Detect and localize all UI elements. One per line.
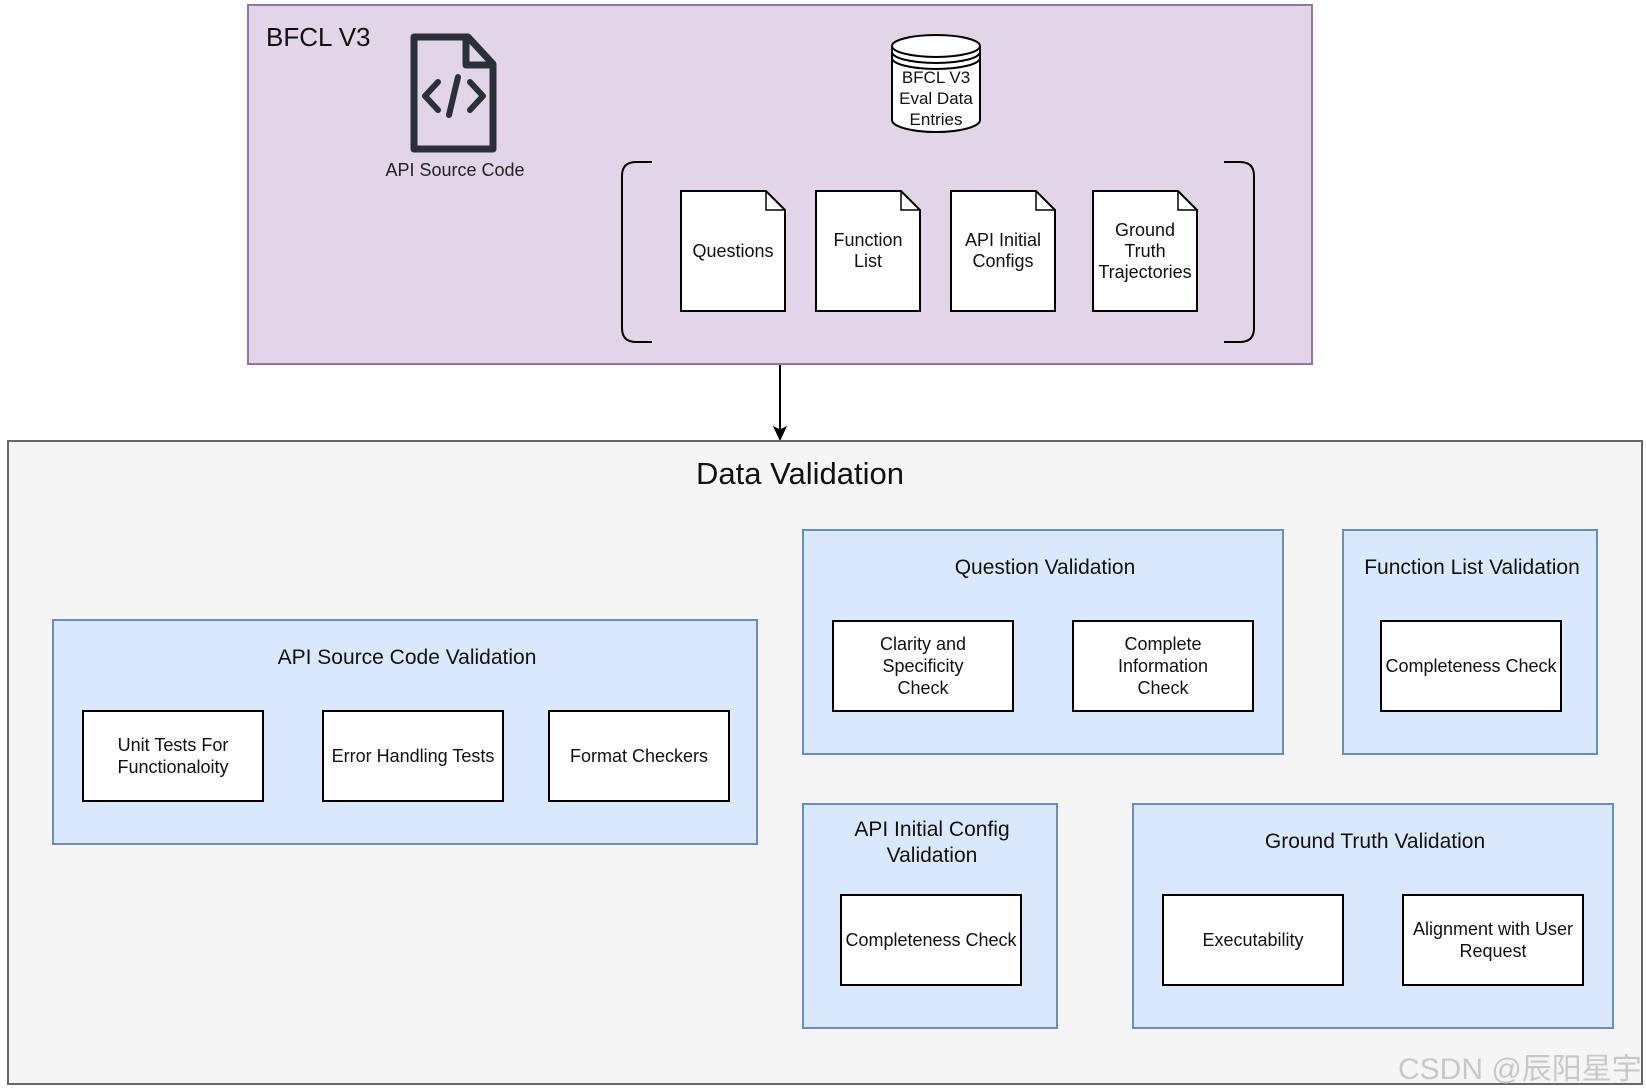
document-label: Function List: [829, 230, 906, 272]
api-initial-config-validation-group: API Initial Config Validation Completene…: [802, 803, 1058, 1029]
eval-data-label-line: Entries: [909, 110, 963, 129]
ground-truth-validation-group: Ground Truth Validation Executability Al…: [1132, 803, 1614, 1029]
check-label-line: Completeness Check: [845, 930, 1017, 950]
ground-truth-trajectories-document: Ground Truth Trajectories: [1092, 190, 1198, 312]
check-label-line: Error Handling Tests: [331, 746, 495, 766]
document-label-line: Ground: [1114, 219, 1176, 240]
document-label: Ground Truth Trajectories: [1094, 220, 1195, 283]
check-label-line: Format Checkers: [569, 746, 709, 766]
document-label: API Initial Configs: [961, 230, 1045, 272]
document-label: Questions: [692, 240, 774, 261]
check-label-line: Check: [1137, 678, 1189, 698]
group-title-line: Validation: [886, 844, 978, 867]
data-validation-title: Data Validation: [696, 456, 904, 491]
check-label-line: Complete Information: [1117, 634, 1209, 676]
question-validation-group: Question Validation Clarity and Specific…: [802, 529, 1284, 755]
document-label-line: Configs: [972, 251, 1034, 271]
unit-tests-check: Unit Tests For Functionaloity: [82, 710, 264, 802]
check-label-line: Functionaloity: [117, 757, 229, 777]
error-handling-tests-check: Error Handling Tests: [322, 710, 504, 802]
check-label-line: Clarity and Specificity: [879, 634, 967, 676]
group-title: API Source Code Validation: [277, 646, 537, 669]
questions-document: Questions: [680, 190, 786, 312]
check-label-line: Alignment with User: [1412, 919, 1574, 939]
flow-arrow: [772, 365, 788, 441]
api-source-code-validation-group: API Source Code Validation Unit Tests Fo…: [52, 619, 758, 845]
document-icon: [1092, 190, 1198, 312]
eval-data-label-line: Eval Data: [899, 89, 973, 108]
function-list-document: Function List: [815, 190, 921, 312]
function-list-validation-group: Function List Validation Completeness Ch…: [1342, 529, 1598, 755]
check-label-line: Request: [1459, 941, 1527, 961]
function-list-completeness-check: Completeness Check: [1380, 620, 1562, 712]
group-title: Question Validation: [954, 556, 1136, 579]
document-label-line: API Initial: [964, 230, 1042, 250]
document-label-line: Trajectories: [1098, 261, 1192, 282]
api-source-code-label: API Source Code: [385, 160, 525, 180]
eval-data-entries-label: BFCL V3 Eval Data Entries: [889, 67, 983, 130]
document-label-line: Truth: [1124, 240, 1166, 261]
group-title: Function List Validation: [1364, 556, 1580, 579]
alignment-user-request-check: Alignment with User Request: [1402, 894, 1584, 986]
eval-data-label-line: BFCL V3: [901, 68, 971, 87]
group-title: API Initial Config Validation: [804, 817, 1060, 869]
clarity-specificity-check: Clarity and Specificity Check: [832, 620, 1014, 712]
document-icon: [815, 190, 921, 312]
format-checkers-check: Format Checkers: [548, 710, 730, 802]
api-initial-configs-document: API Initial Configs: [950, 190, 1056, 312]
document-icon: [950, 190, 1056, 312]
check-label-line: Unit Tests For: [117, 735, 229, 755]
source-code-file-icon: [410, 33, 497, 153]
check-label-line: Completeness Check: [1385, 656, 1557, 676]
bfcl-v3-title: BFCL V3: [266, 22, 371, 52]
document-label-line: List: [853, 251, 882, 271]
document-label-line: Function: [833, 230, 903, 250]
watermark: CSDN @辰阳星宇: [1398, 1053, 1642, 1086]
document-icon: [680, 190, 786, 312]
group-title-line: API Initial Config: [854, 818, 1010, 841]
api-config-completeness-check: Completeness Check: [840, 894, 1022, 986]
check-label-line: Executability: [1202, 930, 1304, 950]
group-title: Ground Truth Validation: [1264, 830, 1486, 853]
complete-information-check: Complete Information Check: [1072, 620, 1254, 712]
check-label-line: Check: [897, 678, 949, 698]
executability-check: Executability: [1162, 894, 1344, 986]
database-icon: [891, 34, 981, 133]
entries-bracket: [621, 161, 1255, 343]
